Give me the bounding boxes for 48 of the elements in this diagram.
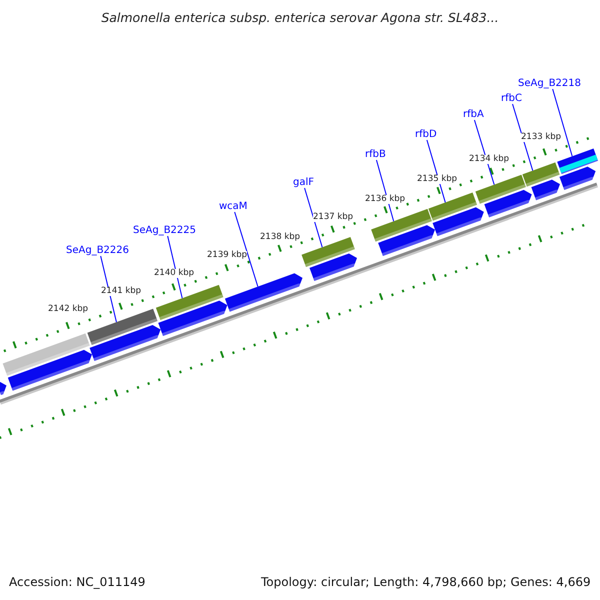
gene-label: wcaM: [219, 201, 248, 212]
gene-bar: [2, 333, 90, 376]
scale-label: 2139 kbp: [207, 251, 248, 260]
scale-label: 2133 kbp: [521, 133, 562, 142]
gene-feature: [0, 381, 8, 396]
gene-feature: [432, 207, 486, 236]
leader-line: [376, 160, 394, 222]
scale-label: 2137 kbp: [313, 213, 354, 222]
gene-label: SeAg_B2218: [518, 78, 581, 89]
gene-feature: [559, 166, 598, 190]
leader-line: [552, 88, 573, 157]
scale-label: 2141 kbp: [101, 287, 142, 296]
gene-bar: [302, 236, 355, 267]
gene-label: galF: [293, 177, 314, 188]
scale-label: 2140 kbp: [154, 269, 194, 278]
footer-text: Accession: NC_011149: [9, 575, 146, 590]
leader-line: [512, 104, 534, 172]
gene-bar: [428, 192, 478, 221]
title: Salmonella enterica subsp. enterica serovar Agona str. SL483...: [100, 10, 500, 25]
gene-feature: [90, 324, 162, 362]
scale-label: 2135 kbp: [417, 175, 458, 184]
gene-bar: [156, 284, 224, 320]
scale-label: 2136 kbp: [365, 195, 406, 204]
scale-label: 2138 kbp: [260, 233, 300, 242]
leader-line: [426, 140, 446, 203]
gene-feature: [224, 273, 304, 312]
gene-feature: [484, 190, 534, 218]
footer-text: Topology: circular; Length: 4,798,660 bp; Genes: 4,669: [261, 575, 591, 590]
leader-line: [234, 212, 258, 288]
gene-feature: [8, 350, 94, 391]
gene-label: SeAg_B2226: [66, 245, 129, 256]
gene-label: rfbD: [415, 129, 437, 140]
gene-feature: [158, 300, 230, 336]
gene-label: SeAg_B2225: [133, 225, 196, 236]
gene-label: rfbA: [463, 109, 484, 120]
leader-line: [100, 256, 117, 323]
gene-feature: [310, 253, 359, 281]
gene-label: rfbB: [365, 149, 386, 160]
gene-bar: [475, 174, 526, 204]
gene-feature: [531, 180, 562, 200]
gene-feature: [378, 225, 437, 256]
gene-bar: [87, 308, 158, 345]
leader-line: [304, 188, 323, 248]
gene-label: rfbC: [501, 93, 522, 104]
gene-bar: [522, 162, 560, 187]
scale-label: 2142 kbp: [48, 305, 88, 314]
scale-label: 2134 kbp: [469, 155, 510, 164]
gene-bar: [371, 208, 432, 242]
